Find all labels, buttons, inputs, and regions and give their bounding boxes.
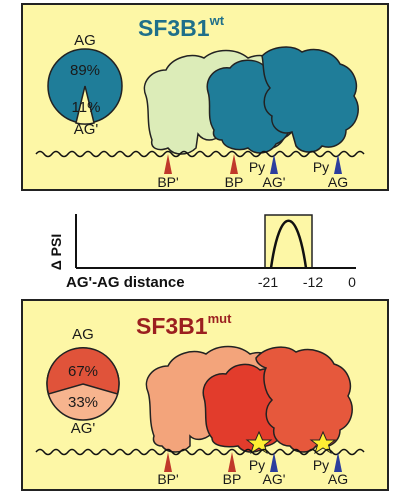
psi-x-label: AG'-AG distance (66, 274, 185, 291)
mut-marker-bp (228, 452, 236, 472)
mut-marker-bp-prime (164, 452, 172, 472)
mut-pie (46, 347, 120, 421)
mut-star-2-icon (309, 430, 337, 455)
wt-marker-ag-prime (270, 154, 278, 174)
psi-tick-0: 0 (348, 274, 356, 290)
wt-label-py-2: Py (313, 159, 329, 175)
wt-label-bp-prime: BP' (157, 174, 178, 190)
wt-pie (47, 48, 123, 125)
wt-pie-minor-pct: 11% (72, 99, 101, 116)
mut-marker-ag-prime (270, 452, 278, 472)
psi-highlight-box (264, 214, 313, 269)
mut-label-ag-prime: AG' (263, 471, 286, 487)
mut-title: SF3B1mut (136, 311, 232, 339)
mut-label-py-1: Py (249, 457, 265, 473)
mut-pie-top-label: AG (72, 326, 94, 343)
mut-pie-minor-pct: 33% (68, 394, 98, 411)
wt-title: SF3B1wt (138, 13, 225, 41)
mut-label-py-2: Py (313, 457, 329, 473)
wt-label-bp: BP (225, 174, 244, 190)
mut-rna-line (35, 448, 365, 456)
wt-label-py-1: Py (249, 159, 265, 175)
mut-label-bp-prime: BP' (157, 471, 178, 487)
wt-label-ag: AG (328, 174, 348, 190)
wt-marker-ag (334, 154, 342, 174)
wt-marker-bp (230, 154, 238, 174)
wt-label-ag-prime: AG' (263, 174, 286, 190)
mut-star-1-icon (245, 430, 273, 455)
wt-blob-dark-2 (261, 46, 359, 153)
wt-pie-major-pct: 89% (70, 62, 100, 79)
mut-label-bp: BP (223, 471, 242, 487)
wt-pie-top-label: AG (74, 32, 96, 49)
wt-pie-bottom-label: AG' (74, 121, 99, 138)
mut-panel: SF3B1mut AG 67% 33% AG' BP' BP Py AG' Py… (21, 299, 389, 491)
mut-pie-major-pct: 67% (68, 363, 98, 380)
mut-blob-dark (255, 346, 353, 453)
mut-label-ag: AG (328, 471, 348, 487)
mut-pie-bottom-label: AG' (71, 420, 96, 437)
wt-panel: SF3B1wt AG 89% 11% AG' BP' BP Py AG' Py … (21, 3, 389, 191)
psi-y-label: Δ PSI (48, 234, 64, 271)
mut-marker-ag (334, 452, 342, 472)
wt-rna-line (35, 150, 365, 158)
psi-plot: Δ PSI AG'-AG distance -21 -12 0 (48, 214, 356, 291)
psi-peak-curve (269, 219, 308, 269)
psi-tick-21: -21 (258, 274, 278, 290)
psi-tick-12: -12 (303, 274, 323, 290)
wt-marker-bp-prime (164, 154, 172, 174)
